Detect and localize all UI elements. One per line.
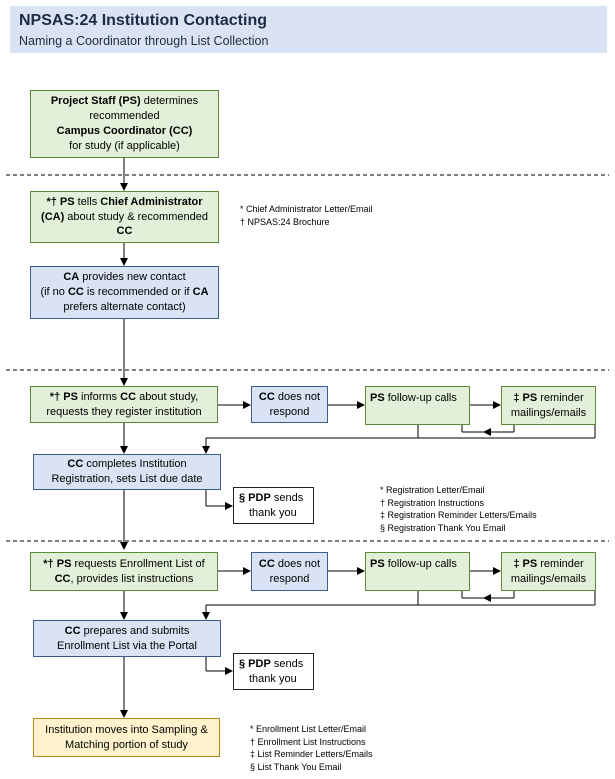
- line: thank you: [249, 672, 297, 685]
- line: thank you: [249, 506, 297, 519]
- line: Project Staff (PS) determines: [50, 95, 199, 108]
- box-ps-followup-1: PS follow-up calls: [365, 386, 470, 425]
- note: ‡ Registration Reminder Letters/Emails: [380, 510, 537, 520]
- box-ps-reminder-1: ‡ PS reminder mailings/emails: [501, 386, 596, 425]
- line: ‡ PS reminder: [513, 391, 584, 404]
- note: * Chief Administrator Letter/Email: [240, 204, 373, 214]
- notes-section-3: * Enrollment List Letter/Email † Enrollm…: [250, 723, 373, 773]
- box-ps-followup-2: PS follow-up calls: [365, 552, 470, 591]
- line: § PDP sends: [239, 657, 304, 670]
- note: * Registration Letter/Email: [380, 485, 485, 495]
- line: *† PS requests Enrollment List of: [43, 557, 205, 570]
- line: § PDP sends: [239, 491, 304, 504]
- box-pdp-thank-you-2: § PDP sends thank you: [233, 653, 314, 690]
- note: ‡ List Reminder Letters/Emails: [250, 749, 373, 759]
- line: respond: [269, 572, 310, 585]
- line: CC: [116, 225, 133, 238]
- line: recommended: [89, 110, 160, 123]
- line: (CA) about study & recommended: [41, 210, 208, 223]
- line: requests they register institution: [46, 405, 202, 418]
- box-ca-provides-contact: CA provides new contact (if no CC is rec…: [30, 266, 219, 319]
- box-cc-no-respond-1: CC does not respond: [251, 386, 328, 423]
- box-sampling-matching: Institution moves into Sampling & Matchi…: [33, 718, 220, 757]
- line: Registration, sets List due date: [51, 473, 203, 485]
- box-ps-determines-cc: Project Staff (PS) determines recommende…: [30, 90, 219, 158]
- line: Institution moves into Sampling &: [45, 723, 208, 736]
- box-pdp-thank-you-1: § PDP sends thank you: [233, 487, 314, 524]
- note: † Enrollment List Instructions: [250, 736, 366, 747]
- line: CA provides new contact: [63, 271, 186, 284]
- note: † NPSAS:24 Brochure: [240, 216, 330, 227]
- line: ‡ PS reminder: [513, 557, 584, 570]
- box-cc-completes-registration: CC completes Institution Registration, s…: [33, 454, 221, 490]
- header-banner: NPSAS:24 Institution Contacting Naming a…: [10, 6, 607, 53]
- line: respond: [269, 405, 310, 418]
- line: CC, provides list instructions: [54, 572, 194, 585]
- box-cc-no-respond-2: CC does not respond: [251, 552, 328, 591]
- line: Enrollment List via the Portal: [56, 639, 197, 652]
- box-ps-tells-ca: *† PS tells Chief Administrator (CA) abo…: [30, 191, 219, 243]
- line: for study (if applicable): [69, 139, 180, 152]
- line: *† PS tells Chief Administrator: [46, 195, 203, 208]
- line: *† PS informs CC about study,: [49, 390, 199, 403]
- box-cc-submits-list: CC prepares and submits Enrollment List …: [33, 620, 221, 657]
- line: mailings/emails: [510, 406, 587, 419]
- line: prefers alternate contact): [63, 300, 186, 313]
- box-ps-reminder-2: ‡ PS reminder mailings/emails: [501, 552, 596, 591]
- line: CC completes Institution: [67, 458, 187, 471]
- line: mailings/emails: [510, 572, 587, 585]
- line: (if no CC is recommended or if CA: [40, 286, 209, 299]
- line: PS follow-up calls: [370, 558, 457, 570]
- note: § List Thank You Email: [250, 761, 342, 772]
- box-ps-informs-cc: *† PS informs CC about study, requests t…: [30, 386, 218, 423]
- line: CC does not: [258, 557, 321, 570]
- line: Campus Coordinator (CC): [56, 125, 193, 137]
- page-subtitle: Naming a Coordinator through List Collec…: [19, 34, 269, 48]
- note: § Registration Thank You Email: [380, 522, 506, 533]
- line: Matching portion of study: [65, 738, 188, 751]
- note: * Enrollment List Letter/Email: [250, 724, 367, 734]
- line: CC does not: [258, 390, 321, 403]
- page-title: NPSAS:24 Institution Contacting: [19, 12, 267, 29]
- notes-section-2: * Registration Letter/Email † Registrati…: [380, 484, 537, 534]
- notes-section-1: * Chief Administrator Letter/Email † NPS…: [240, 203, 373, 228]
- line: PS follow-up calls: [370, 392, 457, 404]
- line: CC prepares and submits: [64, 624, 190, 637]
- box-ps-requests-list: *† PS requests Enrollment List of CC, pr…: [30, 552, 218, 591]
- note: † Registration Instructions: [380, 497, 485, 508]
